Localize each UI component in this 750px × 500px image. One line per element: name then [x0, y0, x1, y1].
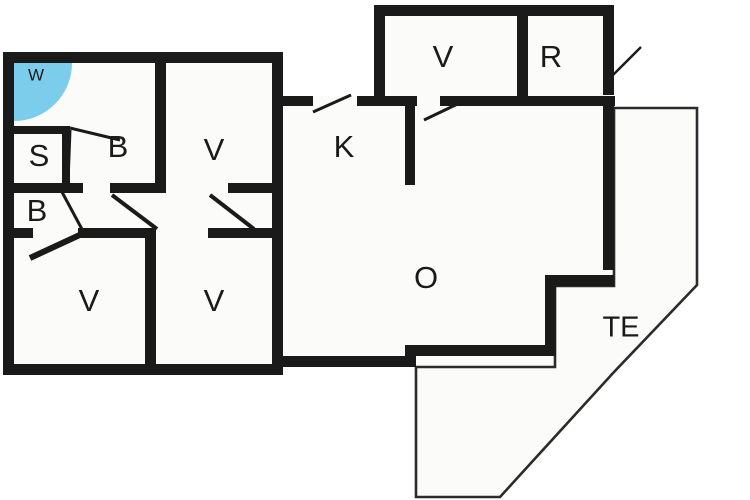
- door-s-upper-b: [66, 129, 72, 183]
- label-v-upper-left: V: [204, 132, 225, 167]
- wall-stub-kitchen: [405, 100, 415, 185]
- label-r: R: [540, 39, 562, 74]
- wall-o-bottom-right: [405, 345, 555, 356]
- label-k: K: [334, 129, 355, 164]
- label-v-lower-left: V: [79, 283, 100, 318]
- partition-low-right: [208, 228, 283, 238]
- wall-below-topwing-b: [357, 96, 417, 106]
- partition-s-right: [62, 134, 70, 184]
- label-te: TE: [602, 312, 639, 344]
- label-b-lower: B: [27, 193, 48, 228]
- wall-below-topwing-c: [440, 96, 615, 106]
- partition-low-left: [3, 228, 33, 238]
- door-b-lower-leaf: [60, 191, 86, 234]
- door-mid-left: [110, 193, 159, 231]
- water-marker-group: [14, 63, 72, 121]
- partition-vertical-a: [155, 58, 166, 193]
- label-w: W: [28, 65, 44, 84]
- walls-group: [3, 5, 615, 375]
- water-quarter-circle: [14, 63, 72, 121]
- partition-low-mid: [78, 228, 156, 238]
- exterior-wall-k-left: [272, 96, 283, 366]
- wall-below-topwing-a: [283, 96, 313, 106]
- partition-vertical-lower-1: [145, 232, 156, 370]
- wall-o-bottom-left: [272, 356, 416, 367]
- door-r-right: [608, 46, 642, 80]
- exterior-wall-left: [3, 52, 14, 375]
- exterior-wall-r-right-top: [603, 5, 614, 95]
- label-s: S: [29, 138, 50, 173]
- exterior-wall-r-right-bottom: [603, 105, 614, 270]
- label-v-lower-right: V: [204, 283, 225, 318]
- room-labels: W S B V B V V V R K O TE: [27, 39, 640, 343]
- wall-o-right-step: [545, 275, 614, 286]
- label-b-upper: B: [108, 129, 129, 164]
- door-b-lower-swing: [28, 230, 86, 261]
- exterior-wall-top-left: [3, 52, 283, 63]
- label-v-top: V: [433, 39, 454, 74]
- partition-band-mid: [110, 183, 160, 193]
- label-o: O: [414, 260, 438, 295]
- door-o-top: [423, 97, 469, 122]
- door-k-top: [312, 93, 352, 114]
- partition-s-top: [3, 126, 70, 134]
- exterior-wall-bottom-left: [3, 364, 283, 375]
- wall-o-right-lower: [545, 275, 556, 356]
- exterior-wall-top: [374, 5, 614, 16]
- door-s-upper-a: [69, 126, 121, 142]
- partition-band-right: [228, 183, 283, 193]
- doors-group: [28, 46, 642, 261]
- fill-top-wing: [374, 5, 614, 105]
- door-mid-right: [208, 193, 256, 231]
- wall-v-r-divider: [517, 5, 528, 105]
- exterior-wall-v-left: [374, 5, 385, 105]
- partition-band-left: [3, 183, 83, 193]
